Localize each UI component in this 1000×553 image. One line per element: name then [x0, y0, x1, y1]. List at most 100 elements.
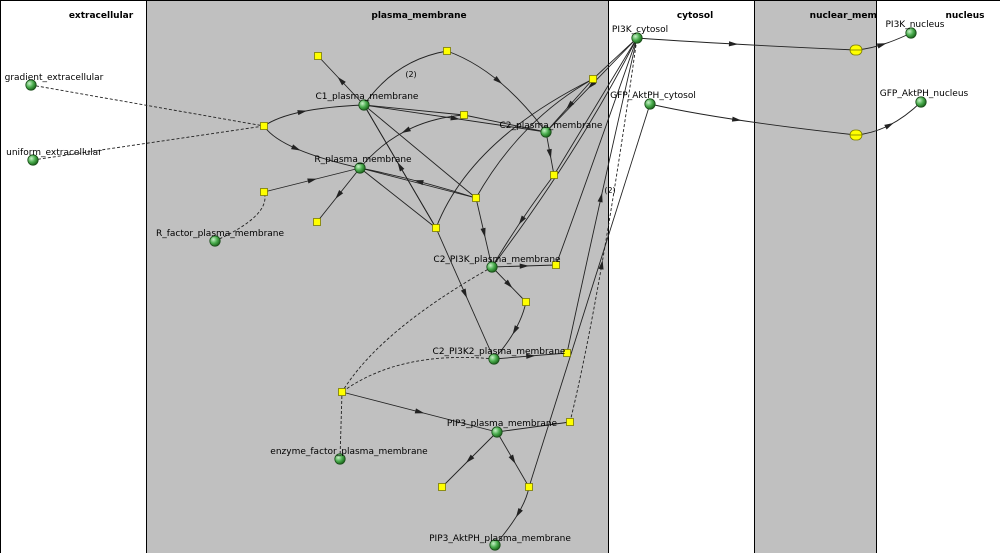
- reaction-node[interactable]: [589, 75, 597, 83]
- compartment-label-nuclear-membrane: nuclear_membrane: [810, 11, 907, 21]
- edge-arrowhead: [504, 279, 513, 289]
- species-node-c2[interactable]: [540, 126, 552, 138]
- species-label: C2_PI3K_plasma_membrane: [433, 255, 561, 265]
- stoichiometry-label: (2): [405, 70, 416, 79]
- reaction-edge: [363, 104, 465, 116]
- species-node-pip3[interactable]: [491, 426, 503, 438]
- compartment-cytosol: [608, 0, 755, 553]
- edge-arrowhead: [335, 190, 344, 199]
- species-label: GFP_AktPH_nucleus: [880, 89, 969, 99]
- reaction-edge: [592, 37, 638, 80]
- species-label: C2_PI3K2_plasma_membrane: [433, 347, 566, 357]
- species-node-r[interactable]: [354, 162, 366, 174]
- reaction-node[interactable]: [314, 52, 322, 60]
- compartment-plasma-membrane: [146, 0, 609, 553]
- compartment-extracellular: [0, 0, 147, 553]
- reaction-edge: [359, 167, 477, 199]
- reaction-edge: [359, 167, 437, 229]
- reaction-edge: [435, 78, 594, 229]
- edge-arrowhead: [512, 325, 520, 335]
- species-node-pi3knuc[interactable]: [905, 27, 917, 39]
- edge-arrowhead: [597, 192, 603, 203]
- reaction-edge: [341, 356, 495, 393]
- edge-arrowhead: [307, 178, 317, 184]
- compartment-nuclear-membrane: [754, 0, 877, 553]
- species-node-rfactor[interactable]: [209, 235, 221, 247]
- reaction-edge: [496, 421, 571, 433]
- species-label: PIP3_plasma_membrane: [447, 419, 558, 429]
- reaction-node[interactable]: [563, 349, 571, 357]
- stoichiometry-label: (2): [604, 186, 615, 195]
- edge-arrowhead: [508, 454, 516, 464]
- edge-arrowhead: [876, 43, 887, 49]
- species-label: PI3K_nucleus: [886, 20, 945, 30]
- edge-arrowhead: [519, 263, 529, 269]
- reaction-node[interactable]: [260, 188, 268, 196]
- species-node-uniform[interactable]: [27, 154, 39, 166]
- edge-arrowhead: [480, 227, 486, 238]
- edge-arrowhead: [515, 508, 523, 518]
- compartment-label-nucleus: nucleus: [945, 11, 984, 21]
- compartment-nucleus: [876, 0, 1000, 553]
- edge-arrowhead: [401, 126, 411, 134]
- species-node-pip3aktph[interactable]: [489, 539, 501, 551]
- edge-arrowhead: [291, 144, 301, 151]
- edge-arrowhead: [450, 115, 460, 121]
- edge-arrowhead: [414, 408, 425, 414]
- species-node-enzyme[interactable]: [334, 453, 346, 465]
- species-node-pi3kcyt[interactable]: [631, 32, 643, 44]
- edge-arrowhead: [526, 353, 536, 359]
- reaction-node[interactable]: [438, 483, 446, 491]
- species-label: GFP_AktPH_cytosol: [610, 91, 696, 101]
- compartment-label-cytosol: cytosol: [677, 11, 713, 21]
- edge-arrowhead: [337, 76, 346, 86]
- reaction-edge: [339, 391, 343, 460]
- compartment-label-extracellular: extracellular: [69, 11, 134, 21]
- reaction-node[interactable]: [460, 111, 468, 119]
- reaction-edge: [555, 37, 638, 266]
- reaction-node[interactable]: [338, 388, 346, 396]
- reaction-edge: [214, 191, 266, 242]
- reaction-node[interactable]: [443, 47, 451, 55]
- reaction-node[interactable]: [472, 194, 480, 202]
- reaction-node[interactable]: [260, 122, 268, 130]
- reaction-edge: [553, 37, 638, 176]
- species-label: R_factor_plasma_membrane: [156, 229, 285, 239]
- compartment-label-plasma-membrane: plasma_membrane: [371, 11, 466, 21]
- edge-arrowhead: [731, 116, 742, 122]
- species-node-c2pi3k2[interactable]: [488, 353, 500, 365]
- species-label: enzyme_factor_plasma_membrane: [270, 447, 428, 457]
- edge-arrowhead: [414, 180, 424, 186]
- edge-arrowhead: [397, 162, 405, 172]
- reaction-node[interactable]: [432, 224, 440, 232]
- species-node-c1[interactable]: [358, 99, 370, 111]
- reaction-edge: [30, 84, 265, 127]
- species-node-c2pi3k[interactable]: [486, 261, 498, 273]
- edge-arrowhead: [598, 260, 604, 270]
- edge-arrowhead: [518, 215, 527, 225]
- edge-arrowhead: [297, 110, 307, 116]
- reaction-node[interactable]: [525, 483, 533, 491]
- edge-arrowhead: [493, 76, 503, 84]
- species-label: C2_plasma_membrane: [500, 121, 603, 131]
- species-label: uniform_extracellular: [6, 148, 102, 158]
- species-node-gradient[interactable]: [25, 79, 37, 91]
- reaction-edge: [491, 37, 638, 268]
- species-label: PI3K_cytosol: [612, 25, 668, 35]
- species-label: gradient_extracellular: [5, 73, 104, 83]
- reaction-edge: [341, 266, 493, 393]
- reaction-edge: [363, 104, 477, 199]
- reaction-edge: [463, 114, 547, 133]
- edge-arrowhead: [465, 454, 475, 464]
- species-node-gfpnuc[interactable]: [915, 96, 927, 108]
- edge-arrowhead: [546, 148, 552, 159]
- reaction-node[interactable]: [522, 298, 530, 306]
- species-node-gfpcyt[interactable]: [644, 98, 656, 110]
- reaction-edge: [475, 78, 594, 199]
- reaction-node[interactable]: [566, 418, 574, 426]
- reaction-node[interactable]: [552, 261, 560, 269]
- species-label: R_plasma_membrane: [314, 155, 412, 165]
- reaction-node[interactable]: [550, 171, 558, 179]
- reaction-node[interactable]: [313, 218, 321, 226]
